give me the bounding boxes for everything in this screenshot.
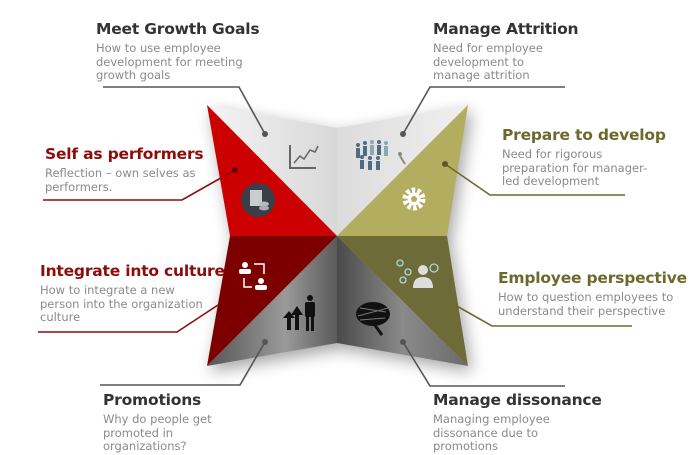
arrows-up-person-icon	[283, 295, 315, 331]
panel-manage-dissonance	[337, 236, 468, 366]
item-description: How to integrate a new person into the o…	[40, 283, 203, 324]
leader-line-employee-perspective	[454, 304, 632, 327]
item-description: Need for rigorous preparation for manage…	[502, 147, 648, 188]
item-title: Manage Attrition	[433, 20, 579, 38]
item-title: Promotions	[103, 391, 202, 409]
item-meet-growth-goals: Meet Growth Goals How to use employee de…	[96, 20, 271, 83]
exchange-people-icon	[239, 262, 267, 290]
brain-icon	[356, 302, 390, 336]
item-description: Reflection – own selves as performers.	[45, 166, 196, 194]
item-integrate-into-culture: Integrate into culture How to integrate …	[40, 262, 225, 325]
item-manage-dissonance: Manage dissonance Managing employee diss…	[433, 391, 602, 454]
crowd-leaving-icon	[356, 140, 406, 170]
item-title: Meet Growth Goals	[96, 20, 260, 38]
item-title: Manage dissonance	[433, 391, 602, 409]
item-description: How to use employee development for meet…	[96, 41, 243, 82]
leader-line-prepare-develop	[444, 163, 625, 196]
item-description: Managing employee dissonance due to prom…	[433, 412, 550, 453]
item-self-as-performers: Self as performers Reflection – own selv…	[45, 145, 205, 194]
growth-chart-icon	[289, 145, 319, 169]
gear-icon	[402, 187, 426, 211]
leader-line-promotions	[100, 341, 266, 386]
item-employee-perspective: Employee perspective How to question emp…	[498, 269, 688, 318]
item-promotions: Promotions Why do people get promoted in…	[103, 391, 228, 454]
item-prepare-to-develop: Prepare to develop Need for rigorous pre…	[502, 126, 666, 189]
person-ideas-icon	[396, 259, 439, 288]
item-title: Self as performers	[45, 145, 204, 163]
panel-self-performers	[207, 105, 337, 236]
panel-promotions	[207, 236, 337, 366]
item-description: How to question employees to understand …	[498, 290, 674, 318]
panel-prepare-develop	[337, 105, 468, 236]
item-title: Integrate into culture	[40, 262, 225, 280]
item-manage-attrition: Manage Attrition Need for employee devel…	[433, 20, 579, 83]
item-title: Employee perspective	[498, 269, 687, 287]
item-title: Prepare to develop	[502, 126, 666, 144]
item-description: Why do people get promoted in organizati…	[103, 412, 212, 453]
leader-line-self-performers	[43, 169, 236, 201]
item-description: Need for employee development to manage …	[433, 41, 543, 82]
leader-line-integrate-culture	[38, 304, 219, 333]
leader-line-manage-dissonance	[402, 341, 565, 387]
leader-line-meet-growth	[103, 86, 266, 135]
leader-line-manage-attrition	[402, 86, 565, 135]
document-coins-icon	[241, 183, 275, 217]
